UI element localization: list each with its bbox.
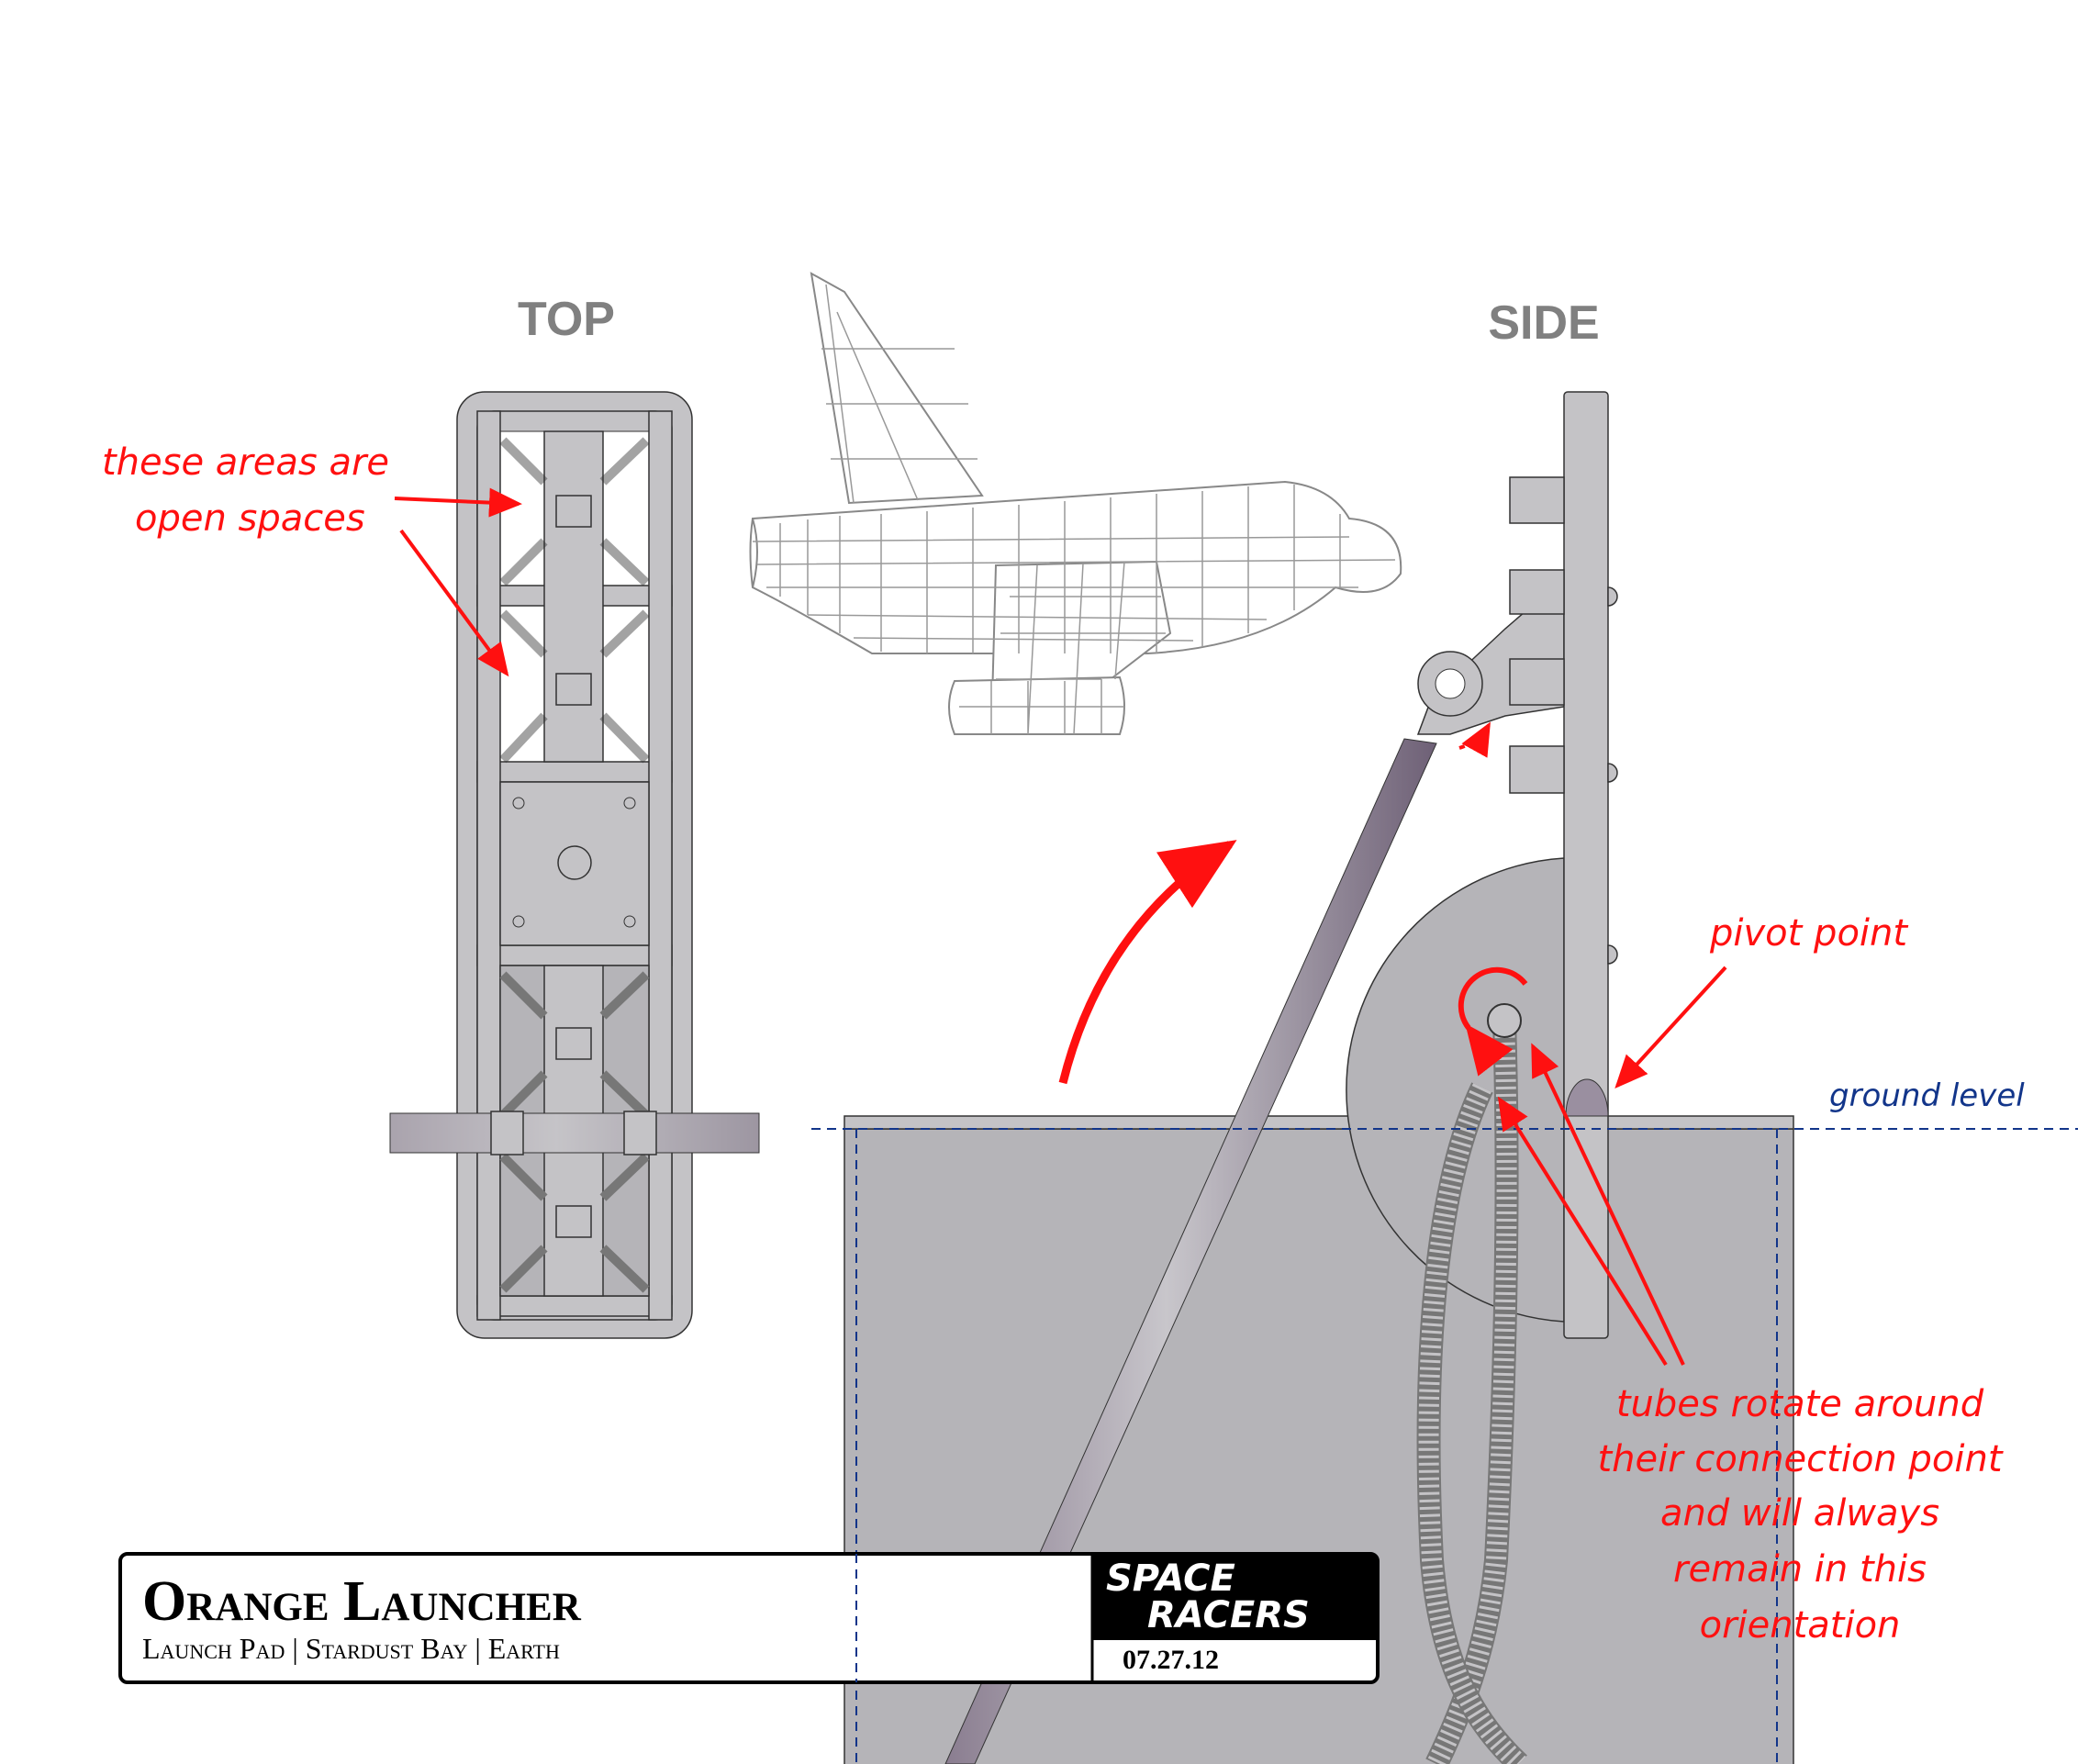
note-pivot-point: pivot point: [1709, 912, 1908, 955]
airplane-wireframe: [749, 272, 1402, 735]
note-open-spaces-line2: open spaces: [135, 497, 365, 540]
annotation-arrows: [394, 487, 1727, 1367]
date: 07.27.12: [1123, 1645, 1219, 1675]
top-view-frame: [456, 391, 693, 1339]
note-tubes-line: remain in this: [1673, 1548, 1927, 1591]
note-open-spaces-line1: these areas are: [102, 441, 389, 484]
side-view-tower: [1509, 391, 1618, 1339]
space-racers-logo: SPACE RACERS: [1106, 1557, 1310, 1636]
note-tubes-line: their connection point: [1597, 1438, 2003, 1480]
side-view-label: SIDE: [1488, 296, 1599, 350]
note-tubes: tubes rotate around their connection poi…: [1597, 1383, 2003, 1647]
note-tubes-line: and will always: [1660, 1492, 1939, 1535]
ground-level-line: [811, 1128, 2078, 1764]
title: Orange Launcher: [142, 1570, 582, 1633]
top-view-label: TOP: [518, 293, 615, 346]
svg-text:RACERS: RACERS: [1147, 1594, 1310, 1636]
top-view-crossbar: [389, 1111, 760, 1156]
title-block: Orange Launcher Launch Pad | Stardust Ba…: [118, 1552, 1380, 1684]
subtitle: Launch Pad | Stardust Bay | Earth: [142, 1632, 560, 1665]
note-ground-level: ground level: [1829, 1077, 2025, 1114]
svg-text:SPACE: SPACE: [1106, 1557, 1235, 1600]
note-tubes-line: tubes rotate around: [1616, 1383, 1984, 1425]
note-tubes-line: orientation: [1700, 1604, 1901, 1647]
